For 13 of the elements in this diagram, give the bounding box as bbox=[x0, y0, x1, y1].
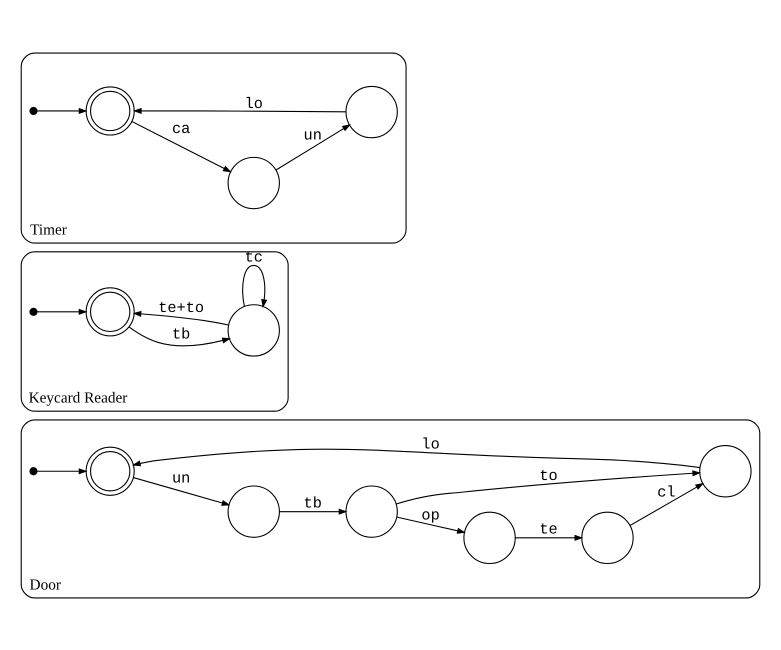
edge-label: un bbox=[172, 468, 190, 487]
edge-label: cl bbox=[657, 483, 676, 502]
edge-label: lo bbox=[421, 435, 440, 454]
edge-label: un bbox=[304, 126, 322, 144]
edge-label: ca bbox=[172, 120, 190, 138]
edge-label: lo bbox=[244, 94, 263, 112]
edge-label: to bbox=[539, 466, 558, 485]
edge-label: tb bbox=[304, 494, 322, 512]
edge-label: op bbox=[421, 506, 440, 524]
edge-label: tc bbox=[244, 248, 263, 266]
edge-label: te bbox=[539, 520, 558, 538]
edge-label: te+to bbox=[158, 298, 204, 317]
edge-label: tb bbox=[172, 324, 190, 343]
